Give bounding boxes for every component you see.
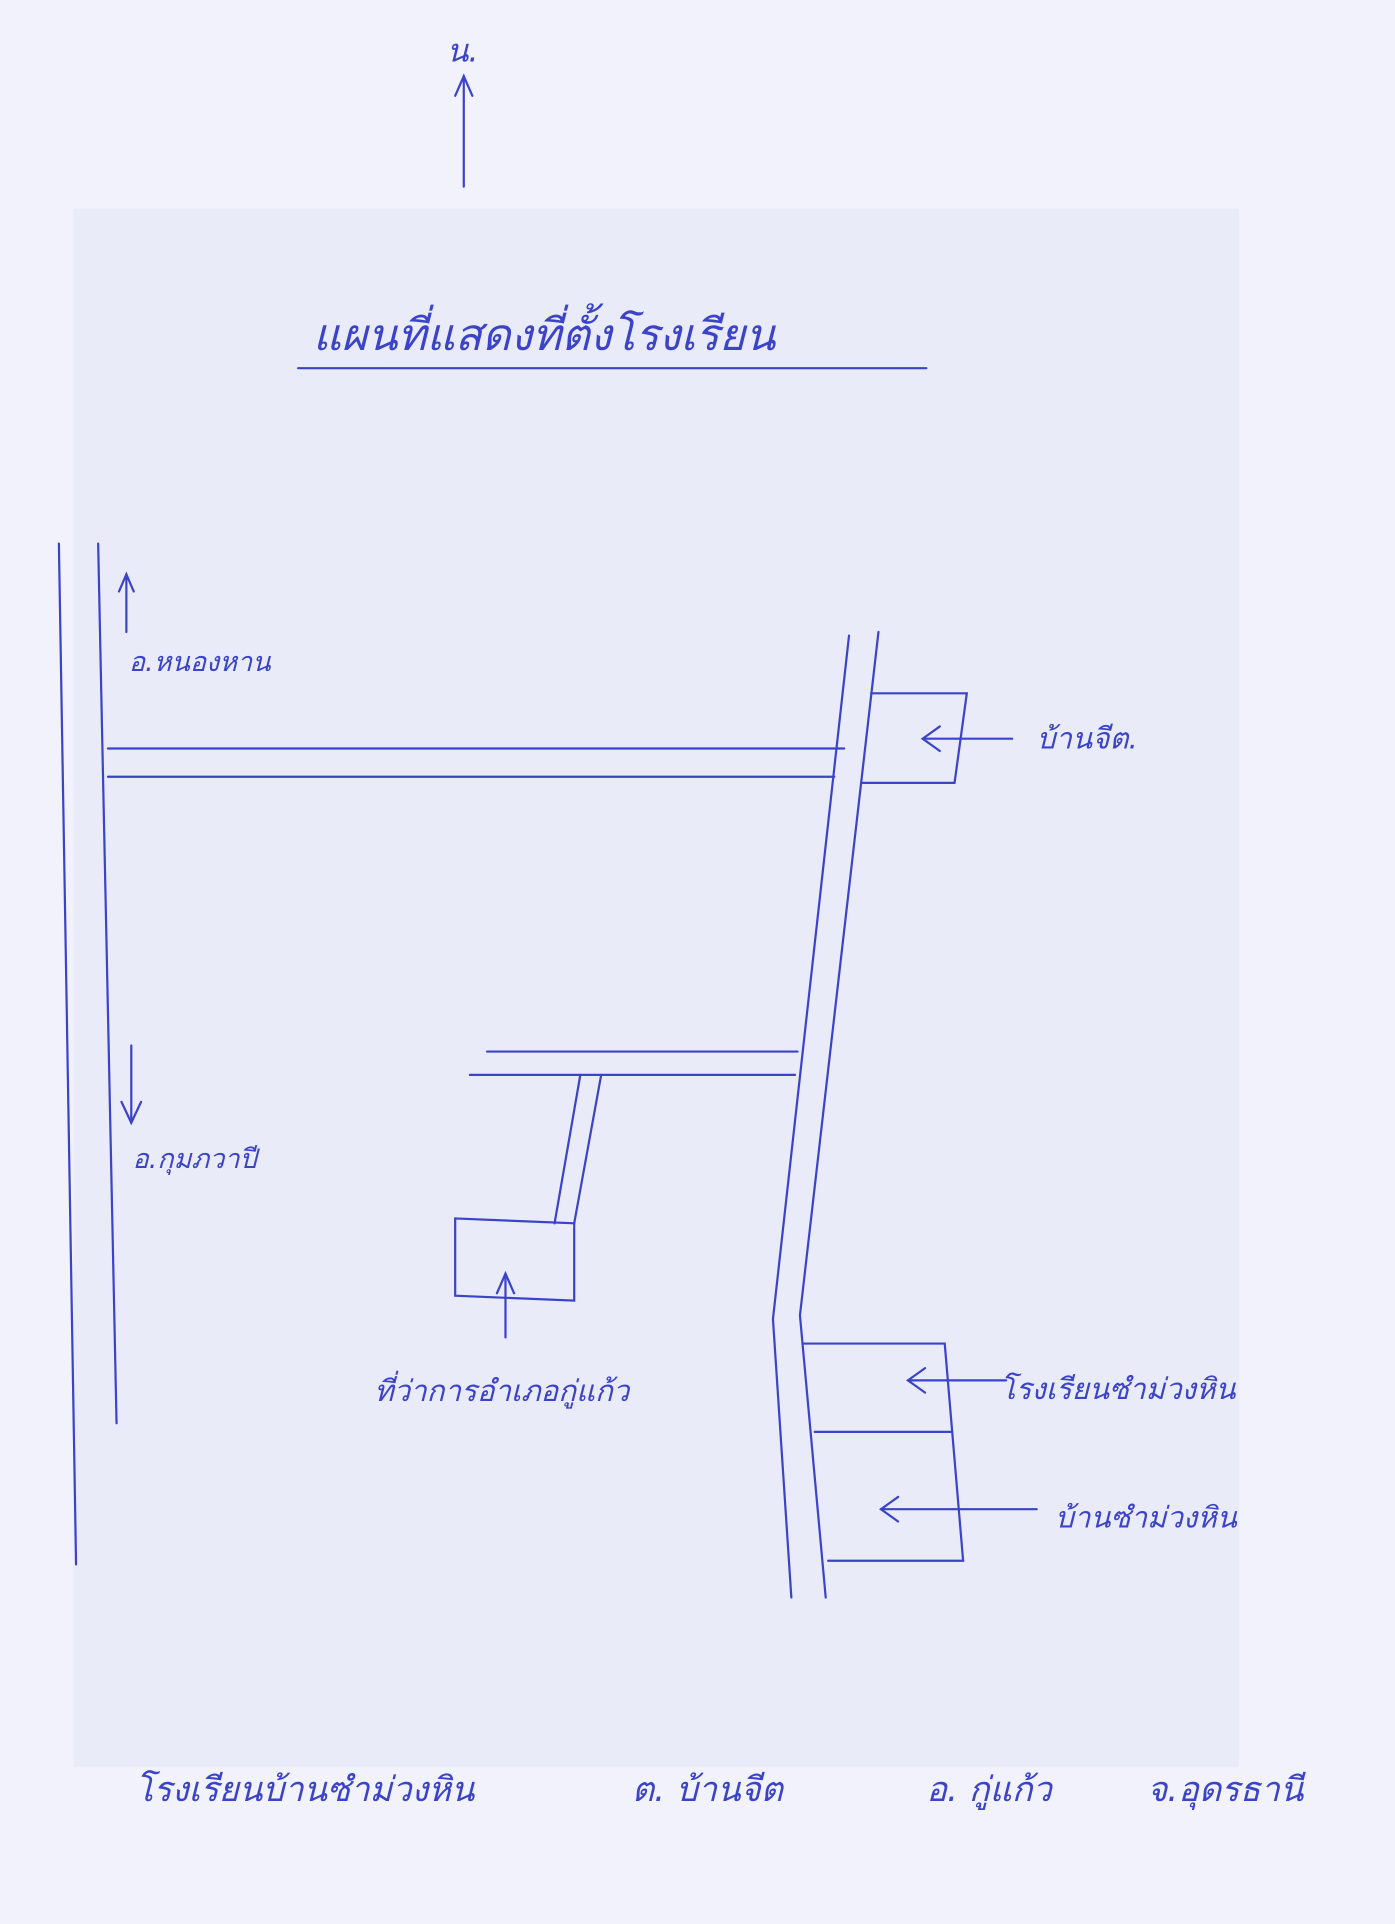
caption: โรงเรียนบ้านซำม่วงหิน ต. บ้านจีต อ. กู่แ… bbox=[135, 1770, 1307, 1810]
left-arrow-icon bbox=[906, 1367, 1008, 1394]
north-arrow-icon bbox=[454, 73, 474, 188]
paper-shade bbox=[73, 208, 1240, 1767]
label-nong-han: อ.หนองหาน bbox=[129, 647, 272, 678]
left-arrow-icon bbox=[879, 1495, 1038, 1523]
caption-province: จ.อุดรธานี bbox=[1147, 1770, 1307, 1810]
up-arrow-icon bbox=[495, 1270, 516, 1339]
down-arrow-icon bbox=[120, 1044, 143, 1126]
main-road-right bbox=[771, 630, 880, 1599]
north-label: น. bbox=[447, 31, 479, 69]
main-road-left bbox=[57, 542, 118, 1566]
label-ban-chit: บ้านจีต. bbox=[1037, 722, 1138, 756]
up-arrow-icon bbox=[117, 571, 135, 634]
left-arrow-icon bbox=[920, 725, 1014, 753]
caption-tambon: ต. บ้านจีต bbox=[632, 1770, 785, 1810]
map-title: แผนที่แสดงที่ตั้งโรงเรียน bbox=[313, 303, 777, 361]
caption-school: โรงเรียนบ้านซำม่วงหิน bbox=[135, 1770, 476, 1810]
school-block bbox=[802, 1342, 965, 1562]
label-district-office: ที่ว่าการอำเภอกู่แก้ว bbox=[374, 1370, 631, 1409]
cross-road-top bbox=[106, 747, 846, 778]
label-kumphawapi: อ.กุมภวาปี bbox=[133, 1144, 261, 1176]
label-village: บ้านซำม่วงหิน bbox=[1055, 1501, 1238, 1535]
caption-amphoe: อ. กู่แก้ว bbox=[926, 1770, 1053, 1810]
side-road bbox=[468, 1050, 799, 1225]
label-school: โรงเรียนซำม่วงหิน bbox=[1000, 1372, 1236, 1406]
district-office-block bbox=[454, 1217, 576, 1302]
